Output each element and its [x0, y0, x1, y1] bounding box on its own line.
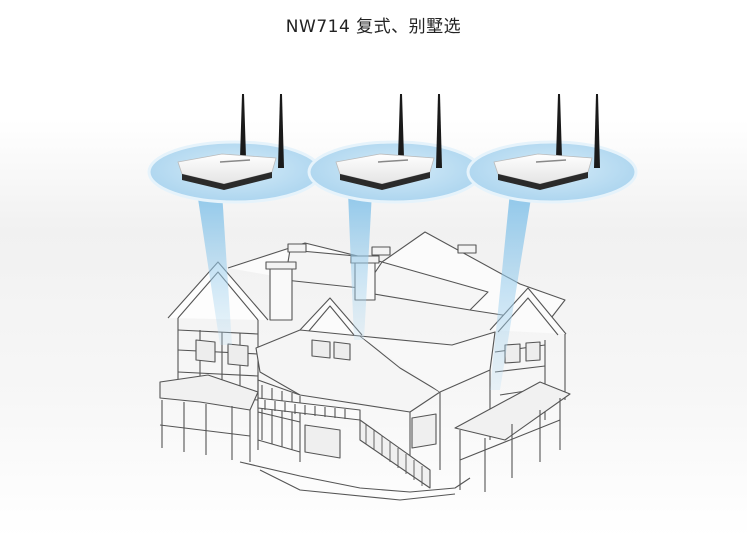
- antenna-icon: [278, 94, 284, 168]
- router-2: [335, 94, 442, 190]
- antenna-icon: [556, 94, 562, 158]
- signal-beams: [197, 192, 532, 390]
- page-title: NW714 复式、别墅选: [285, 17, 462, 37]
- antenna-icon: [398, 94, 404, 158]
- router-3: [493, 94, 600, 190]
- router-1: [177, 94, 284, 190]
- antenna-icon: [436, 94, 442, 168]
- antenna-icon: [240, 94, 246, 158]
- antenna-icon: [594, 94, 600, 168]
